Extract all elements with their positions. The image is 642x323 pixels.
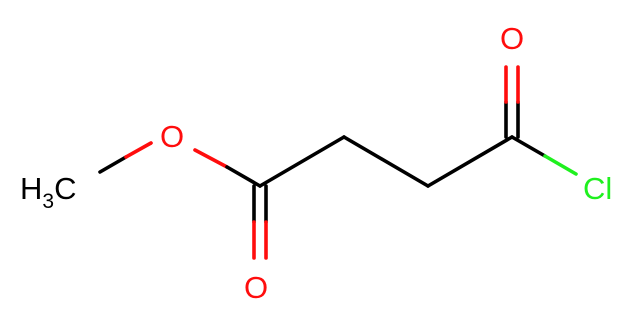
bond-methyl-oxygen-black <box>98 155 128 174</box>
bond-acyl-carbon-chlorine-black <box>510 135 547 158</box>
bond-oxygen-ester-carbon-red <box>193 148 229 169</box>
bond-oxygen-ester-carbon-black <box>225 165 262 188</box>
methyl-subscript: 3 <box>42 190 54 213</box>
bond-ester-carbon-ch2 <box>258 135 346 188</box>
bond-ch2-acyl-carbon <box>426 135 514 188</box>
acyl-carbonyl-oxygen-label: O <box>500 21 524 56</box>
ester-carbonyl-oxygen-label: O <box>244 270 268 305</box>
atom-label-layer: H3C O O O Cl <box>20 21 612 305</box>
ester-oxygen-label: O <box>160 119 184 154</box>
methyl-suffix: C <box>54 171 76 206</box>
bond-methyl-oxygen-red <box>124 141 153 159</box>
bond-layer <box>98 65 578 260</box>
chlorine-label: Cl <box>583 171 612 206</box>
bond-ch2-ch2 <box>342 135 430 188</box>
bond-acyl-carbon-chlorine-green <box>543 154 578 176</box>
methyl-label: H3C <box>20 171 76 213</box>
